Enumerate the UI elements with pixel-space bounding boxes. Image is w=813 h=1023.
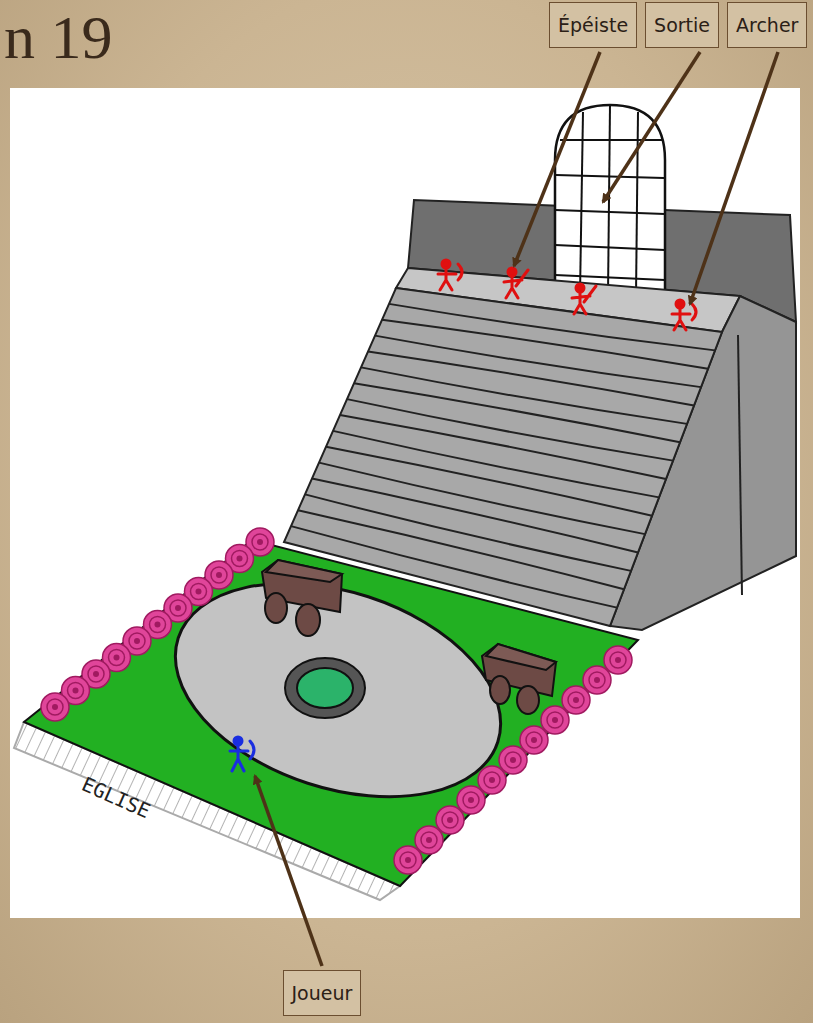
callout-text: Archer: [736, 14, 798, 36]
callout-text: Épéiste: [558, 14, 628, 36]
enemy-figures: [438, 260, 696, 330]
fountain: [285, 658, 365, 718]
page-title: n 19: [4, 2, 113, 73]
cart: [262, 560, 342, 636]
cart: [482, 644, 556, 714]
rose-hedge: [41, 528, 632, 874]
callout-box: Sortie: [645, 2, 719, 48]
callout-box: Archer: [727, 2, 807, 48]
leader-line: [255, 52, 778, 966]
lawn: [24, 540, 638, 886]
callout-text: Joueur: [292, 982, 353, 1004]
callout-box: Épéiste: [549, 2, 637, 48]
callout-text: Sortie: [654, 14, 710, 36]
panel: [10, 88, 800, 918]
player-figure: [230, 737, 254, 771]
stair-steps: [291, 304, 715, 608]
callout-box: Joueur: [283, 970, 362, 1016]
plaza: [148, 545, 528, 835]
